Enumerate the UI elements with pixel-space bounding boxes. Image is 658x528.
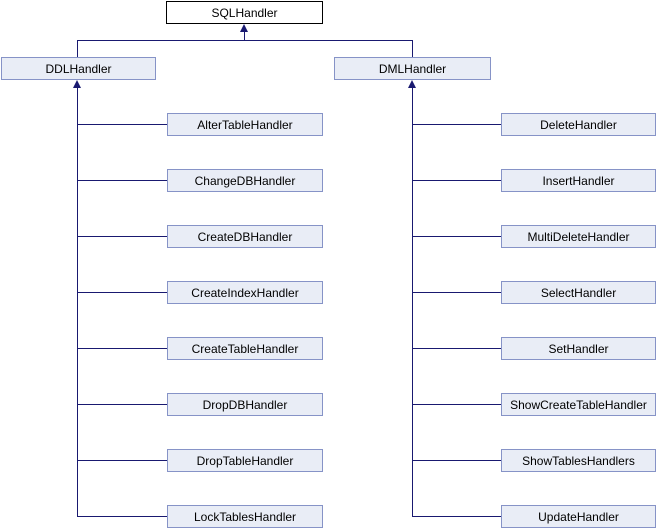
edge-branch-left-6 [77,404,167,405]
node-label: SetHandler [548,341,609,356]
node-drop-table-handler[interactable]: DropTableHandler [167,449,323,472]
node-label: DeleteHandler [540,117,617,132]
node-update-handler[interactable]: UpdateHandler [501,505,656,528]
arrowhead-to-sqlhandler [240,24,248,32]
edge-branch-right-5 [412,348,501,349]
node-show-create-table-handler[interactable]: ShowCreateTableHandler [501,393,656,416]
node-create-index-handler[interactable]: CreateIndexHandler [167,281,323,304]
node-create-table-handler[interactable]: CreateTableHandler [167,337,323,360]
node-label: DropDBHandler [202,397,288,412]
node-label: CreateTableHandler [191,341,299,356]
node-insert-handler[interactable]: InsertHandler [501,169,656,192]
node-label: InsertHandler [542,173,615,188]
edge-branch-right-2 [412,180,501,181]
edge-branch-right-8 [412,516,501,517]
node-create-db-handler[interactable]: CreateDBHandler [167,225,323,248]
edge-top-horizontal [77,40,413,41]
node-label: ShowTablesHandlers [522,453,635,468]
arrowhead-to-dmlhandler [408,80,416,88]
edge-branch-right-7 [412,460,501,461]
node-label: ChangeDBHandler [194,173,296,188]
node-label: SelectHandler [540,285,617,300]
node-label: LockTablesHandler [193,509,297,524]
node-label: SQLHandler [211,5,278,20]
node-label: DMLHandler [378,61,447,76]
node-multi-delete-handler[interactable]: MultiDeleteHandler [501,225,656,248]
edge-branch-right-1 [412,124,501,125]
edge-branch-right-3 [412,236,501,237]
node-label: DropTableHandler [196,453,294,468]
node-label: DDLHandler [45,61,112,76]
node-set-handler[interactable]: SetHandler [501,337,656,360]
edge-branch-left-8 [77,516,167,517]
node-label: AlterTableHandler [197,117,293,132]
edge-branch-left-7 [77,460,167,461]
edge-branch-right-6 [412,404,501,405]
node-select-handler[interactable]: SelectHandler [501,281,656,304]
node-label: MultiDeleteHandler [527,229,630,244]
node-label: CreateIndexHandler [191,285,299,300]
edge-dml-trunk [412,88,413,517]
node-drop-db-handler[interactable]: DropDBHandler [167,393,323,416]
node-lock-tables-handler[interactable]: LockTablesHandler [167,505,323,528]
node-dml-handler[interactable]: DMLHandler [334,57,491,80]
node-sql-handler[interactable]: SQLHandler [166,1,323,24]
node-alter-table-handler[interactable]: AlterTableHandler [167,113,323,136]
edge-branch-left-3 [77,236,167,237]
node-delete-handler[interactable]: DeleteHandler [501,113,656,136]
arrowhead-to-ddlhandler [73,80,81,88]
edge-branch-right-4 [412,292,501,293]
node-label: ShowCreateTableHandler [510,397,647,412]
edge-branch-left-1 [77,124,167,125]
edge-dml-top-stem [412,40,413,57]
edge-branch-left-2 [77,180,167,181]
node-show-tables-handlers[interactable]: ShowTablesHandlers [501,449,656,472]
node-label: UpdateHandler [538,509,619,524]
node-ddl-handler[interactable]: DDLHandler [1,57,156,80]
edge-root-stem [244,32,245,41]
node-label: CreateDBHandler [197,229,293,244]
edge-ddl-top-stem [77,40,78,57]
edge-branch-left-5 [77,348,167,349]
node-change-db-handler[interactable]: ChangeDBHandler [167,169,323,192]
edge-branch-left-4 [77,292,167,293]
edge-ddl-trunk [77,88,78,517]
